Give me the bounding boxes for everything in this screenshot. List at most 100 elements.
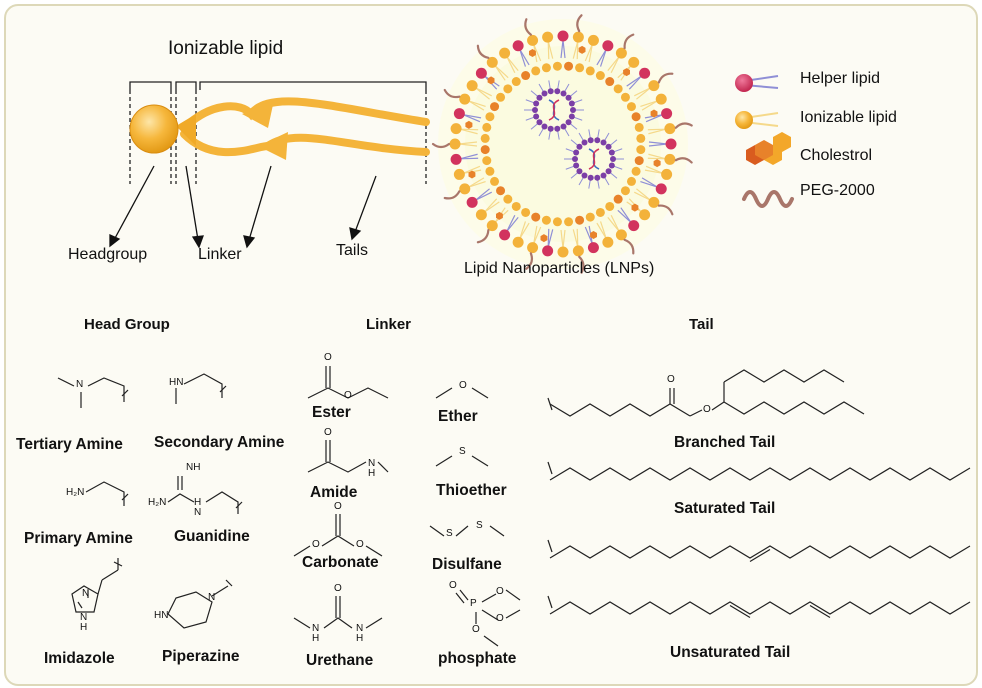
lnp-lipid-head (449, 138, 461, 150)
atom-label: O (356, 539, 364, 550)
tertiary-amine-structure (57, 377, 129, 408)
lnp-lipid-head (485, 166, 495, 176)
rna-core-lipid (600, 172, 607, 179)
figure-frame: Ionizable lipid Headgroup Linker Tails L… (4, 4, 978, 686)
atom-label: S (446, 528, 453, 539)
atom-label: O (667, 374, 675, 385)
rna-core-lipid (560, 123, 567, 130)
lnp-lipid-head (655, 183, 667, 195)
rna-core-lipid (565, 119, 572, 126)
rna-core-lipid (587, 174, 594, 181)
linoleyl-chain (549, 601, 971, 615)
tail-name-branched: Branched Tail (674, 434, 776, 451)
atom-label: H₂N (66, 487, 85, 498)
lnp-lipid-head (512, 40, 524, 52)
lnp-cholesterol (540, 234, 548, 243)
atom-label: O (703, 404, 711, 415)
linker-header: Linker (366, 316, 412, 333)
lnp-lipid-head (466, 80, 478, 92)
peg-chain (524, 18, 532, 36)
diagram-canvas (57, 14, 971, 647)
peg-chain (443, 190, 461, 200)
ionizable-lipid-icon (735, 111, 779, 129)
linker-name-disulfane: Disulfane (432, 556, 502, 573)
lnp-lipid-head (661, 168, 673, 180)
lnp-lipid-head (475, 209, 487, 221)
urethane-structure (293, 596, 383, 629)
lnp-lipid-head (490, 176, 500, 186)
rna-core-lipid (565, 94, 572, 101)
atom-label: O (312, 539, 320, 550)
lnp-lipid-head (499, 47, 511, 59)
linker-wedge (176, 114, 196, 146)
lipid-nanoparticle (431, 14, 693, 274)
atom-label: O (449, 580, 457, 591)
lnp-lipid-head (575, 63, 585, 73)
lnp-lipid-head (552, 217, 562, 227)
rna-core-lipid (610, 156, 616, 162)
legend-label-peg: PEG-2000 (800, 182, 875, 199)
lnp-lipid-head (527, 34, 539, 46)
rna-core-lipid (541, 123, 548, 130)
lnp-lipid-head (665, 138, 677, 150)
headgroup-label: Headgroup (68, 246, 148, 263)
lnp-lipid-head (485, 112, 495, 122)
atom-label: H (194, 497, 202, 508)
lnp-cholesterol (578, 45, 586, 54)
lnp-lipid-head (450, 153, 462, 165)
lnp-lipid-head (482, 122, 492, 132)
saturated-chain (549, 467, 971, 481)
helper-lipid-icon (735, 74, 779, 92)
atom-label: HN (169, 377, 184, 388)
lnp-lipid-head (664, 123, 676, 135)
legend-label-cholesterol: Cholestrol (800, 147, 873, 164)
rna-core-lipid (568, 100, 575, 107)
lnp-cholesterol (487, 76, 495, 85)
linker-name-thioether: Thioether (436, 482, 507, 499)
lnp-lipid-head (634, 122, 644, 132)
atom-label: N (368, 458, 376, 469)
secondary-amine-structure (175, 373, 227, 404)
linker-structures (293, 366, 521, 647)
lnp-lipid-head (605, 201, 615, 211)
linker-name-amide: Amide (310, 484, 358, 501)
rna-core-lipid (536, 94, 543, 101)
lnp-lipid-head (636, 145, 646, 155)
lnp-lipid-head (634, 156, 644, 166)
oleyl-chain (549, 545, 971, 559)
lnp-lipid-head (605, 77, 615, 87)
lnp-cholesterol (653, 159, 661, 168)
lnp-lipid-head (496, 186, 506, 196)
linker-name-carbonate: Carbonate (302, 554, 379, 571)
region-brackets (129, 81, 427, 90)
imidazole-structure (71, 558, 123, 613)
mrna-strand (588, 148, 600, 170)
lnp-lipid-head (531, 212, 541, 222)
head-group-name-primary-amine: Primary Amine (24, 530, 133, 547)
head-group-name-imidazole: Imidazole (44, 650, 115, 667)
tail-arrow-lower (258, 132, 288, 160)
lnp-lipid-head (572, 245, 584, 257)
linker-name-ether: Ether (438, 408, 478, 425)
peg-chain (674, 122, 693, 129)
lnp-cholesterol (650, 109, 658, 118)
atom-label: O (324, 427, 332, 438)
lnp-lipid-head (475, 67, 487, 79)
lnp-lipid-head (486, 56, 498, 68)
rna-core-lipid (581, 139, 588, 146)
rna-core-lipid (572, 156, 578, 162)
rna-core-lipid (608, 149, 615, 156)
lnp-lipid-head (613, 84, 623, 94)
lnp-lipid-head (480, 145, 490, 155)
peg-chain (443, 88, 461, 99)
disulfane-structure (429, 525, 505, 537)
tail-arrow-upper (242, 100, 274, 128)
rna-core-lipid (560, 90, 567, 97)
lnp-lipid-head (496, 92, 506, 102)
pointer-arrows (109, 165, 377, 249)
ionizable-lipid-schematic (109, 81, 430, 249)
rna-core-lipid (576, 143, 583, 150)
peg-chain (657, 204, 674, 216)
rna-core-lipid (536, 119, 543, 126)
peg-chain (431, 142, 451, 149)
